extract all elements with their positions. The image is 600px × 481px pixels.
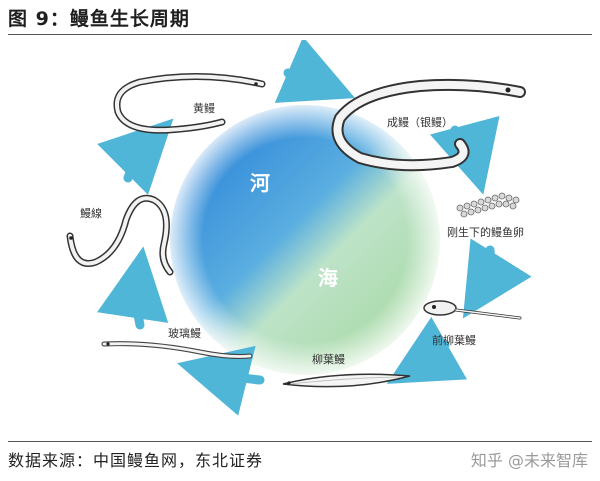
bottom-rule [8, 441, 592, 442]
arrow-eggs-to-pre [462, 238, 532, 319]
stage-label-yellow-eel: 黄鳗 [193, 101, 215, 115]
figure-title: 图 9：鳗鱼生长周期 [8, 8, 190, 30]
adult-eel-illustration [331, 78, 526, 172]
stage-label-glass-eel: 玻璃鰻 [168, 326, 201, 340]
arrow-glass-to-elver [97, 246, 169, 330]
eel-eggs-illustration [456, 192, 520, 218]
pre-leptocephalus-illustration [423, 300, 522, 320]
zone-label-river: 河 [250, 171, 270, 195]
eel-life-cycle-diagram: 河 海 黄鳗 成鳗（银鳗） 刚生下的鳗鱼卵 前柳葉 [66, 40, 532, 416]
elver-illustration [66, 194, 174, 276]
yellow-eel-illustration [113, 73, 266, 134]
arrow-pre-to-lepto [386, 316, 468, 384]
leptocephalus-illustration [282, 373, 411, 388]
stage-label-elver: 鰻線 [80, 206, 102, 220]
zone-label-sea: 海 [318, 266, 338, 290]
stage-label-leptocephalus: 柳葉鰻 [312, 352, 345, 366]
watermark: 知乎 @未来智库 [470, 451, 588, 470]
top-rule [8, 34, 592, 35]
arrow-yellow-to-adult [274, 40, 356, 103]
water-circle-fade [169, 104, 441, 376]
stage-label-eggs: 刚生下的鳗鱼卵 [447, 225, 524, 239]
glass-eel-illustration [101, 341, 253, 359]
arrow-lepto-to-glass [177, 345, 265, 416]
stage-label-pre-leptocephalus: 前柳葉鰻 [432, 333, 476, 347]
stage-label-adult-eel: 成鳗（银鳗） [387, 115, 453, 129]
arrow-elver-to-yellow [97, 118, 174, 195]
source-note: 数据来源：中国鳗鱼网，东北证券 [8, 451, 264, 470]
